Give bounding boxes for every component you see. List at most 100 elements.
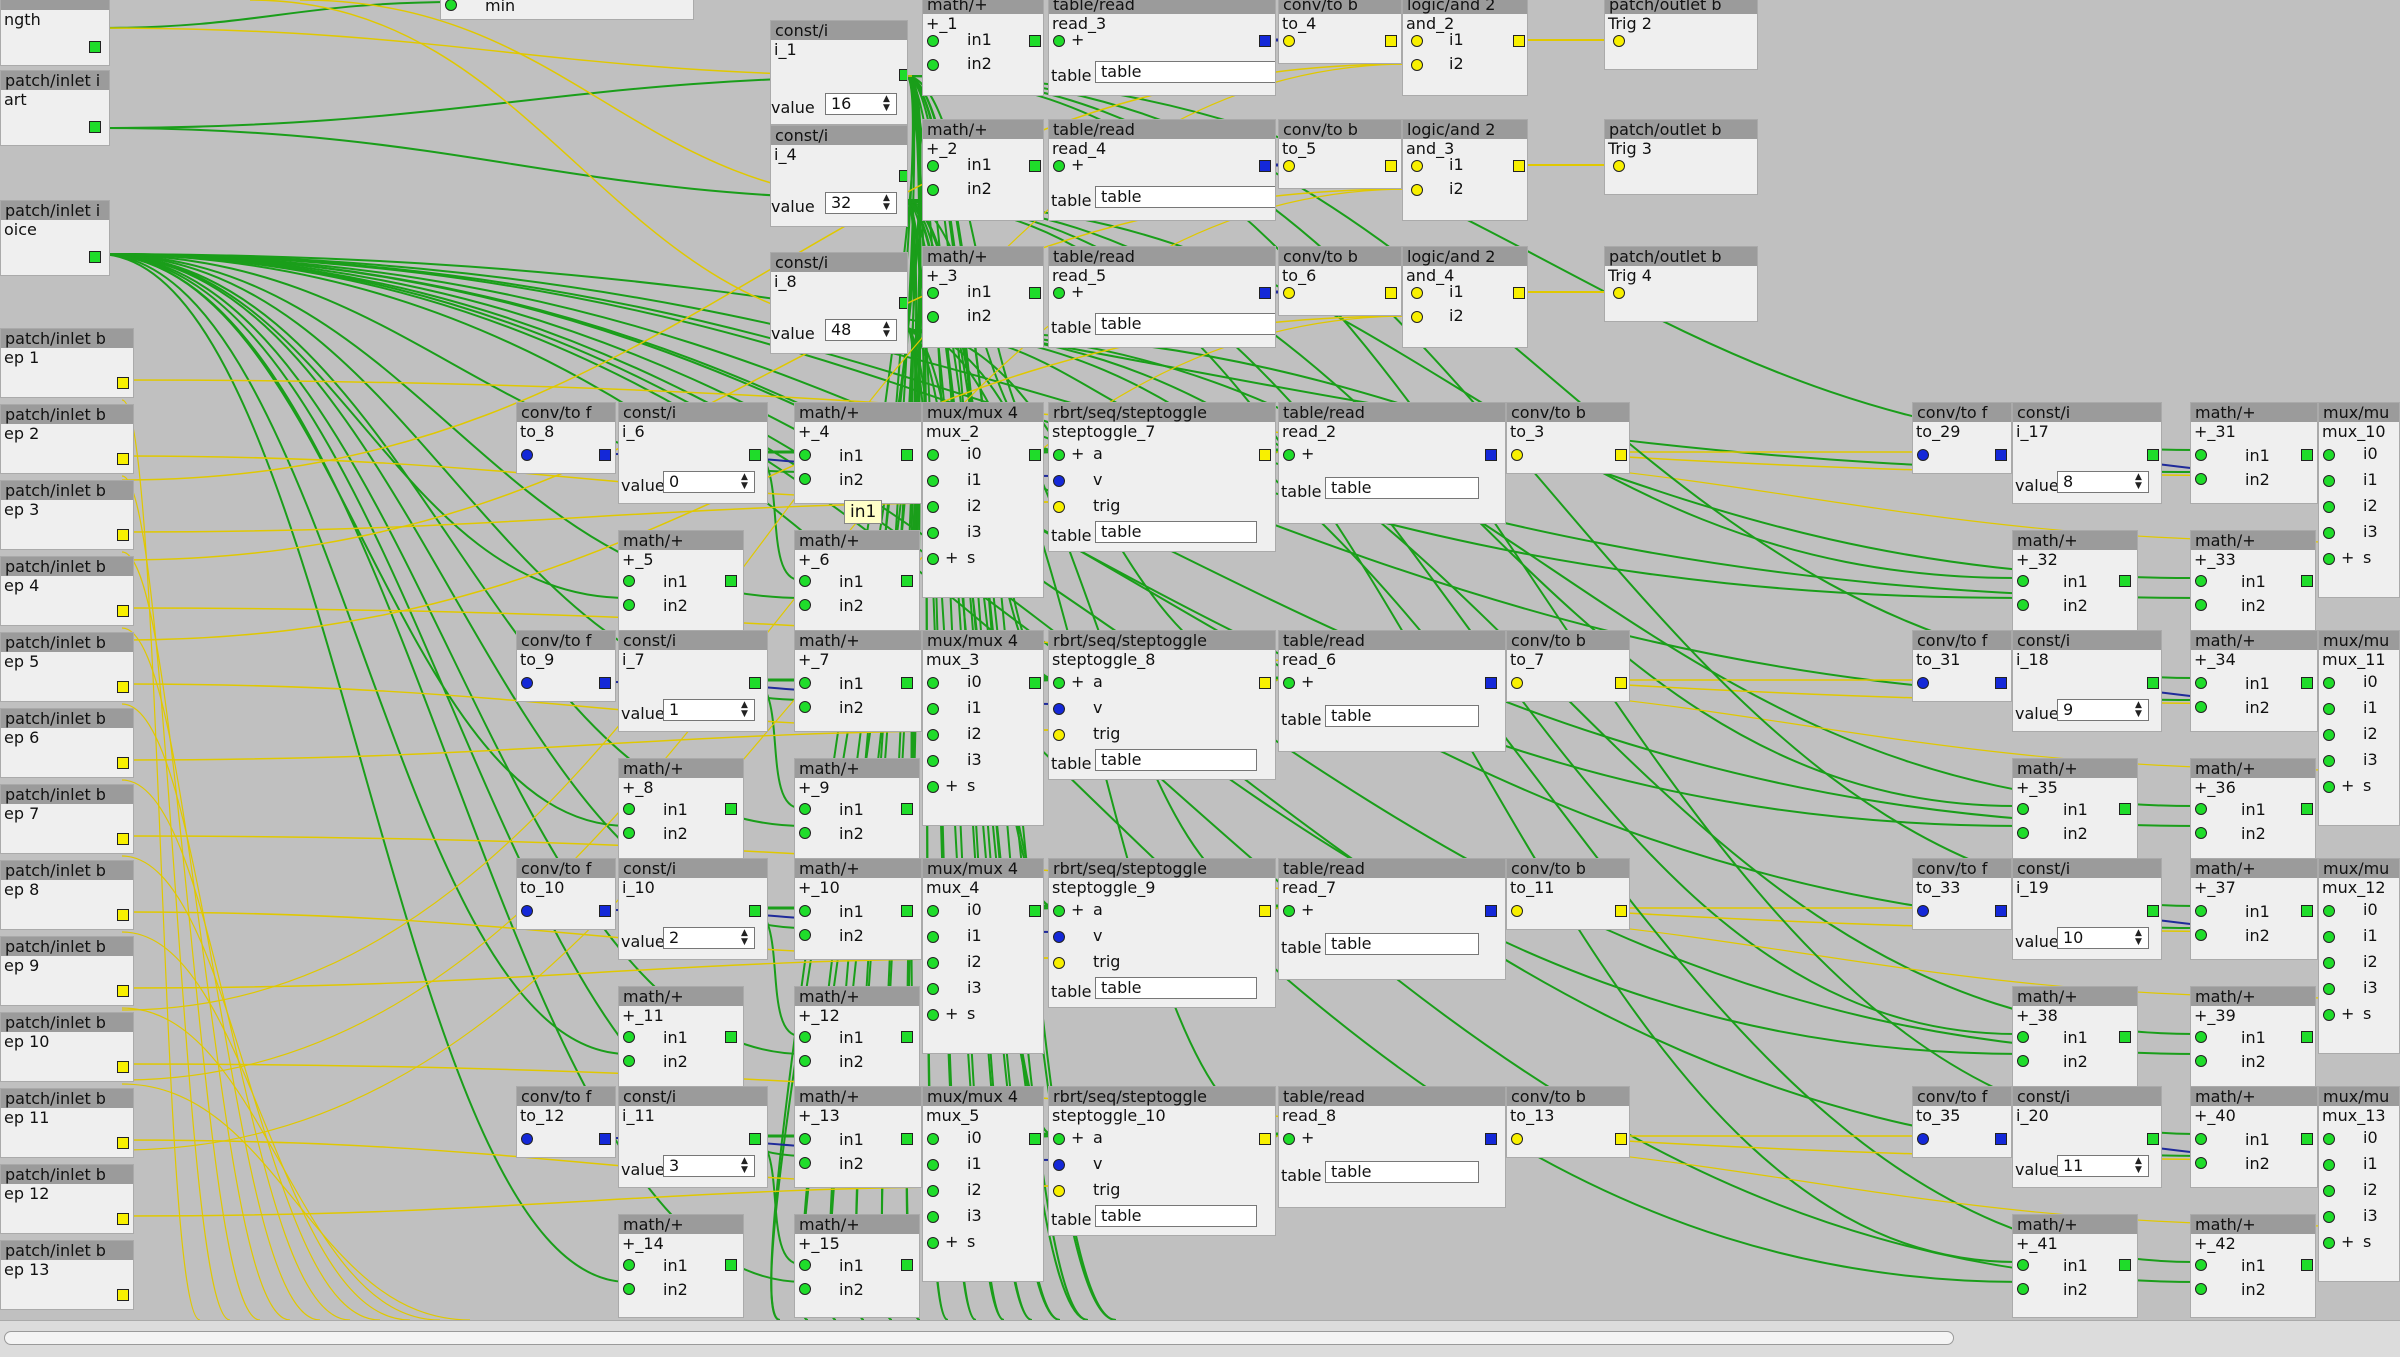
int-inlet-port[interactable] bbox=[2323, 1211, 2335, 1223]
int-inlet-port[interactable] bbox=[2323, 781, 2335, 793]
instance-name[interactable]: art bbox=[4, 90, 27, 109]
int-outlet-port[interactable] bbox=[89, 41, 101, 53]
object-header[interactable]: mux/mu bbox=[2319, 631, 2399, 650]
instance-name[interactable]: mux_2 bbox=[926, 422, 980, 441]
int-inlet-port[interactable] bbox=[521, 449, 533, 461]
bool-outlet-port[interactable] bbox=[1513, 160, 1525, 172]
int-inlet-port[interactable] bbox=[623, 599, 635, 611]
int-inlet-port[interactable] bbox=[2323, 449, 2335, 461]
instance-name[interactable]: ep 12 bbox=[4, 1184, 50, 1203]
instance-name[interactable]: ep 8 bbox=[4, 880, 40, 899]
int-inlet-port[interactable] bbox=[799, 1055, 811, 1067]
object-header[interactable]: patch/outlet b bbox=[1605, 0, 1757, 14]
value-spinner[interactable]: 8 bbox=[2057, 471, 2149, 493]
int-inlet-port[interactable] bbox=[2195, 449, 2207, 461]
instance-name[interactable]: to_33 bbox=[1916, 878, 1961, 897]
frac-inlet-port[interactable] bbox=[1053, 931, 1065, 943]
instance-name[interactable]: to_4 bbox=[1282, 14, 1317, 33]
instance-name[interactable]: i_19 bbox=[2016, 878, 2049, 897]
int-inlet-port[interactable] bbox=[2017, 1259, 2029, 1271]
instance-name[interactable]: +_41 bbox=[2016, 1234, 2058, 1253]
int-outlet-port[interactable] bbox=[2301, 449, 2313, 461]
int-outlet-port[interactable] bbox=[2119, 1259, 2131, 1271]
instance-name[interactable]: ngth bbox=[4, 10, 41, 29]
instance-name[interactable]: to_12 bbox=[520, 1106, 565, 1125]
int-outlet-port[interactable] bbox=[1029, 905, 1041, 917]
object-header[interactable]: const/i bbox=[619, 1087, 767, 1106]
int-inlet-port[interactable] bbox=[2323, 931, 2335, 943]
frac-inlet-port[interactable] bbox=[1053, 703, 1065, 715]
instance-name[interactable]: to_11 bbox=[1510, 878, 1555, 897]
int-outlet-port[interactable] bbox=[901, 449, 913, 461]
instance-name[interactable]: +_38 bbox=[2016, 1006, 2058, 1025]
int-inlet-port[interactable] bbox=[623, 1283, 635, 1295]
frac-outlet-port[interactable] bbox=[599, 449, 611, 461]
int-inlet-port[interactable] bbox=[2195, 473, 2207, 485]
object-header[interactable]: table/read bbox=[1049, 247, 1275, 266]
int-inlet-port[interactable] bbox=[2323, 1133, 2335, 1145]
bool-outlet-port[interactable] bbox=[1615, 905, 1627, 917]
instance-name[interactable]: read_5 bbox=[1052, 266, 1107, 285]
object-header[interactable]: table/read bbox=[1049, 120, 1275, 139]
instance-name[interactable]: ep 7 bbox=[4, 804, 40, 823]
spinner-arrows-icon[interactable]: ▲▼ bbox=[883, 94, 890, 113]
instance-name[interactable]: i_10 bbox=[622, 878, 655, 897]
instance-name[interactable]: +_14 bbox=[622, 1234, 664, 1253]
int-inlet-port[interactable] bbox=[2323, 905, 2335, 917]
int-inlet-port[interactable] bbox=[1053, 449, 1065, 461]
bool-inlet-port[interactable] bbox=[1411, 160, 1423, 172]
int-inlet-port[interactable] bbox=[927, 311, 939, 323]
object-header[interactable]: patch/outlet b bbox=[1605, 120, 1757, 139]
instance-name[interactable]: +_2 bbox=[926, 139, 958, 158]
int-inlet-port[interactable] bbox=[623, 1259, 635, 1271]
object-header[interactable]: math/+ bbox=[795, 631, 921, 650]
instance-name[interactable]: ep 9 bbox=[4, 956, 40, 975]
int-outlet-port[interactable] bbox=[2301, 1259, 2313, 1271]
int-inlet-port[interactable] bbox=[799, 599, 811, 611]
int-inlet-port[interactable] bbox=[2323, 527, 2335, 539]
int-inlet-port[interactable] bbox=[1053, 677, 1065, 689]
int-inlet-port[interactable] bbox=[2195, 701, 2207, 713]
int-inlet-port[interactable] bbox=[1283, 905, 1295, 917]
int-inlet-port[interactable] bbox=[2195, 1133, 2207, 1145]
instance-name[interactable]: to_29 bbox=[1916, 422, 1961, 441]
object-header[interactable]: patch/inlet b bbox=[1, 861, 133, 880]
instance-name[interactable]: ep 13 bbox=[4, 1260, 50, 1279]
instance-name[interactable]: +_10 bbox=[798, 878, 840, 897]
int-inlet-port[interactable] bbox=[1053, 287, 1065, 299]
frac-inlet-port[interactable] bbox=[1511, 905, 1523, 917]
int-inlet-port[interactable] bbox=[1283, 1133, 1295, 1145]
frac-outlet-port[interactable] bbox=[599, 677, 611, 689]
object-header[interactable]: const/i bbox=[2013, 403, 2161, 422]
instance-name[interactable]: read_7 bbox=[1282, 878, 1337, 897]
instance-name[interactable]: mux_5 bbox=[926, 1106, 980, 1125]
instance-name[interactable]: and_4 bbox=[1406, 266, 1455, 285]
object-header[interactable]: math/+ bbox=[2013, 987, 2137, 1006]
int-inlet-port[interactable] bbox=[2195, 677, 2207, 689]
instance-name[interactable]: +_7 bbox=[798, 650, 830, 669]
instance-name[interactable]: i_1 bbox=[774, 40, 797, 59]
int-outlet-port[interactable] bbox=[89, 251, 101, 263]
bool-inlet-port[interactable] bbox=[1053, 1185, 1065, 1197]
object-header[interactable]: const/i bbox=[2013, 631, 2161, 650]
object-header[interactable]: patch/inlet b bbox=[1, 633, 133, 652]
spinner-arrows-icon[interactable]: ▲▼ bbox=[741, 928, 748, 947]
int-inlet-port[interactable] bbox=[2195, 905, 2207, 917]
object-header[interactable]: patch/inlet b bbox=[1, 1013, 133, 1032]
instance-name[interactable]: steptoggle_10 bbox=[1052, 1106, 1166, 1125]
